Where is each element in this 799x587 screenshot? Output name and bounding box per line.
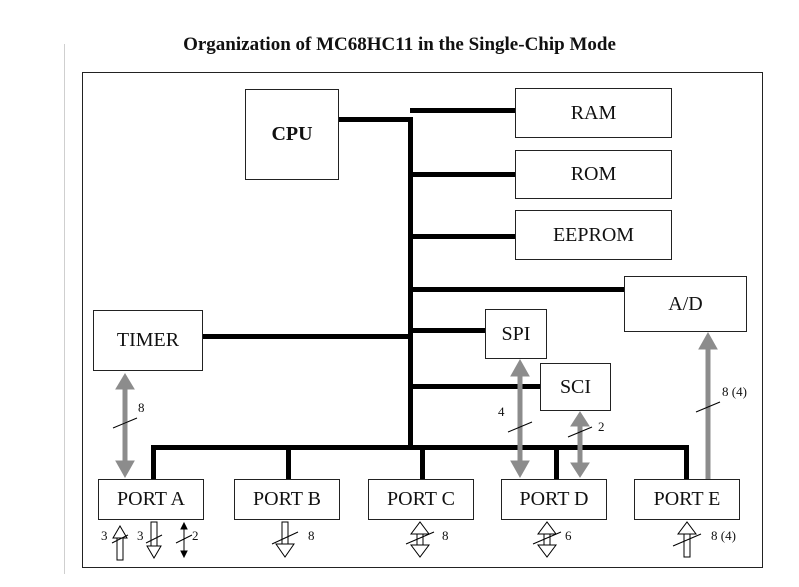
- port-e-ad-link: [698, 331, 718, 479]
- sci-width-slash: [567, 426, 593, 438]
- sci-block: SCI: [540, 363, 611, 411]
- port-e-slash: [672, 533, 702, 547]
- timer-bus-link: [202, 334, 410, 339]
- sci-port-d-link: [570, 411, 590, 478]
- port-a-input-pins: [112, 525, 128, 561]
- page-edge-line: [64, 44, 65, 574]
- spi-port-d-link: [510, 358, 530, 479]
- port-a-block: PORT A: [98, 479, 204, 520]
- port-e-input-pins: [677, 521, 697, 558]
- port-a-output-pins: [146, 521, 162, 559]
- eeprom-block: EEPROM: [515, 210, 672, 260]
- timer-port-a-link: [115, 373, 135, 479]
- cpu-bus-link: [338, 117, 410, 122]
- port-c-slash: [405, 531, 435, 545]
- eeprom-bus-link: [410, 234, 516, 239]
- port-a-bidir-pins: [180, 521, 188, 559]
- port-a-bidir-pin-count: 2: [192, 528, 199, 543]
- port-c-bidir-pins: [410, 521, 430, 558]
- port-a-output-pin-count: 3: [137, 528, 144, 543]
- ad-port-e-width-label: 8 (4): [722, 384, 747, 399]
- ad-block: A/D: [624, 276, 747, 332]
- port-e-block: PORT E: [634, 479, 740, 520]
- port-b-block: PORT B: [234, 479, 340, 520]
- sci-port-d-width-label: 2: [598, 419, 605, 434]
- port-a-input-pin-count: 3: [101, 528, 108, 543]
- ram-bus-link: [410, 108, 516, 113]
- spi-bus-link: [410, 328, 486, 333]
- port-b-bus-drop: [286, 445, 291, 480]
- rom-block: ROM: [515, 150, 672, 199]
- port-d-bus-drop: [554, 445, 559, 480]
- timer-port-a-width-label: 8: [138, 400, 145, 415]
- port-d-slash: [532, 531, 562, 545]
- rom-bus-link: [410, 172, 516, 177]
- port-c-block: PORT C: [368, 479, 474, 520]
- port-d-bidir-pins: [537, 521, 557, 558]
- port-a-input-slash: [111, 534, 129, 544]
- port-c-bus-drop: [420, 445, 425, 480]
- diagram-title: Organization of MC68HC11 in the Single-C…: [183, 34, 616, 55]
- port-a-bidir-slash: [175, 534, 193, 544]
- timer-width-slash: [112, 417, 138, 429]
- port-b-pin-count: 8: [308, 528, 315, 543]
- spi-width-slash: [507, 421, 533, 433]
- sci-bus-link: [410, 384, 541, 389]
- port-d-pin-count: 6: [565, 528, 572, 543]
- port-e-bus-drop: [684, 445, 689, 480]
- ad-width-slash: [695, 401, 721, 413]
- port-a-bus-drop: [151, 445, 156, 480]
- main-vertical-bus: [408, 117, 413, 450]
- spi-block: SPI: [485, 309, 547, 359]
- port-c-pin-count: 8: [442, 528, 449, 543]
- port-e-pin-count: 8 (4): [711, 528, 736, 543]
- ad-bus-link: [410, 287, 624, 292]
- spi-port-d-width-label: 4: [498, 404, 505, 419]
- port-b-output-pins: [275, 521, 295, 558]
- cpu-block: CPU: [245, 89, 339, 180]
- port-b-slash: [271, 531, 299, 545]
- port-d-block: PORT D: [501, 479, 607, 520]
- timer-block: TIMER: [93, 310, 203, 371]
- ram-block: RAM: [515, 88, 672, 138]
- port-a-output-slash: [145, 534, 163, 544]
